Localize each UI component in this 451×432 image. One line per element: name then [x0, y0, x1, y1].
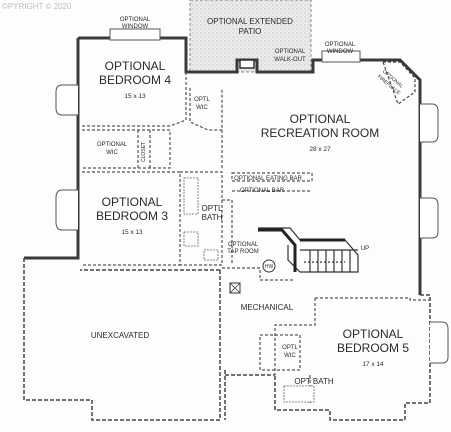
recreation-dimensions: 28 x 27 [309, 146, 331, 153]
optional-window-right-label-1: OPTIONAL [325, 42, 356, 48]
windows-right [420, 103, 449, 364]
bedroom4-dimensions: 15 x 13 [124, 93, 146, 100]
tap-room-label-2: TAP ROOM [227, 249, 258, 255]
bedroom3-dimensions: 15 x 13 [121, 229, 143, 236]
bedroom4-label-1: OPTIONAL [105, 59, 166, 73]
stair-wall [258, 228, 297, 272]
eating-bar-label: OPTIONAL EATING BAR [234, 176, 302, 182]
mechanical-label: MECHANICAL [241, 303, 294, 312]
optional-window-left-box [109, 28, 161, 41]
walk-out-box [239, 59, 255, 69]
walk-out-label-2: WALK-OUT [274, 57, 306, 63]
optl-bath-label-2: BATH [202, 213, 223, 222]
room-labels: OPTIONAL WINDOW OPTIONAL EXTENDED PATIO … [91, 17, 409, 386]
recreation-label-2: RECREATION ROOM [261, 126, 379, 140]
recreation-label-1: OPTIONAL [290, 112, 351, 126]
bedroom3-label-1: OPTIONAL [102, 195, 163, 209]
walk-out-label-1: OPTIONAL [275, 49, 306, 55]
optl-wic-b5-label-1: OPTL [282, 345, 298, 351]
optl-wic-b4-label-1: OPTL [194, 97, 210, 103]
bedroom4-label-2: BEDROOM 4 [99, 73, 171, 87]
bath-fixtures [183, 177, 315, 403]
interior-walls [82, 72, 430, 405]
optional-window-right-box [321, 50, 361, 63]
extended-patio-label-2: PATIO [239, 27, 262, 36]
water-heater-label: HW [265, 264, 274, 270]
optional-bar-label: OPTIONAL BAR [240, 188, 285, 194]
fireplace-shape [382, 61, 416, 105]
water-heater-circle [262, 259, 276, 273]
optional-window-left-label-2: WINDOW [122, 24, 149, 30]
extended-patio-label-1: OPTIONAL EXTENDED [207, 17, 293, 26]
optional-wic-label-2: WIC [106, 150, 118, 156]
windows-left [55, 84, 78, 231]
tap-room-label-1: OPTIONAL [228, 242, 259, 248]
closet-label: CLOSET [141, 142, 147, 162]
optional-wic-label-1: OPTIONAL [97, 142, 128, 148]
bedroom3-label-2: BEDROOM 3 [96, 209, 168, 223]
optional-window-right-label-2: WINDOW [327, 49, 354, 55]
bedroom5-label-1: OPTIONAL [343, 327, 404, 341]
optl-wic-b4-label-2: WIC [196, 105, 208, 111]
copyright-text: ©PYRIGHT © 2020 [2, 2, 72, 11]
bedroom5-label-2: BEDROOM 5 [337, 341, 409, 355]
optional-window-left-label-1: OPTIONAL [120, 17, 151, 23]
stairs [258, 227, 359, 273]
stairs-up-label: UP [361, 246, 369, 252]
optl-bath-label-1: OPTL [202, 204, 223, 213]
opt-bath-label: OPT BATH [294, 377, 333, 386]
bedroom5-dimensions: 17 x 14 [362, 361, 384, 368]
optl-wic-b5-label-2: WIC [284, 353, 296, 359]
unexcavated-label: UNEXCAVATED [91, 331, 149, 340]
